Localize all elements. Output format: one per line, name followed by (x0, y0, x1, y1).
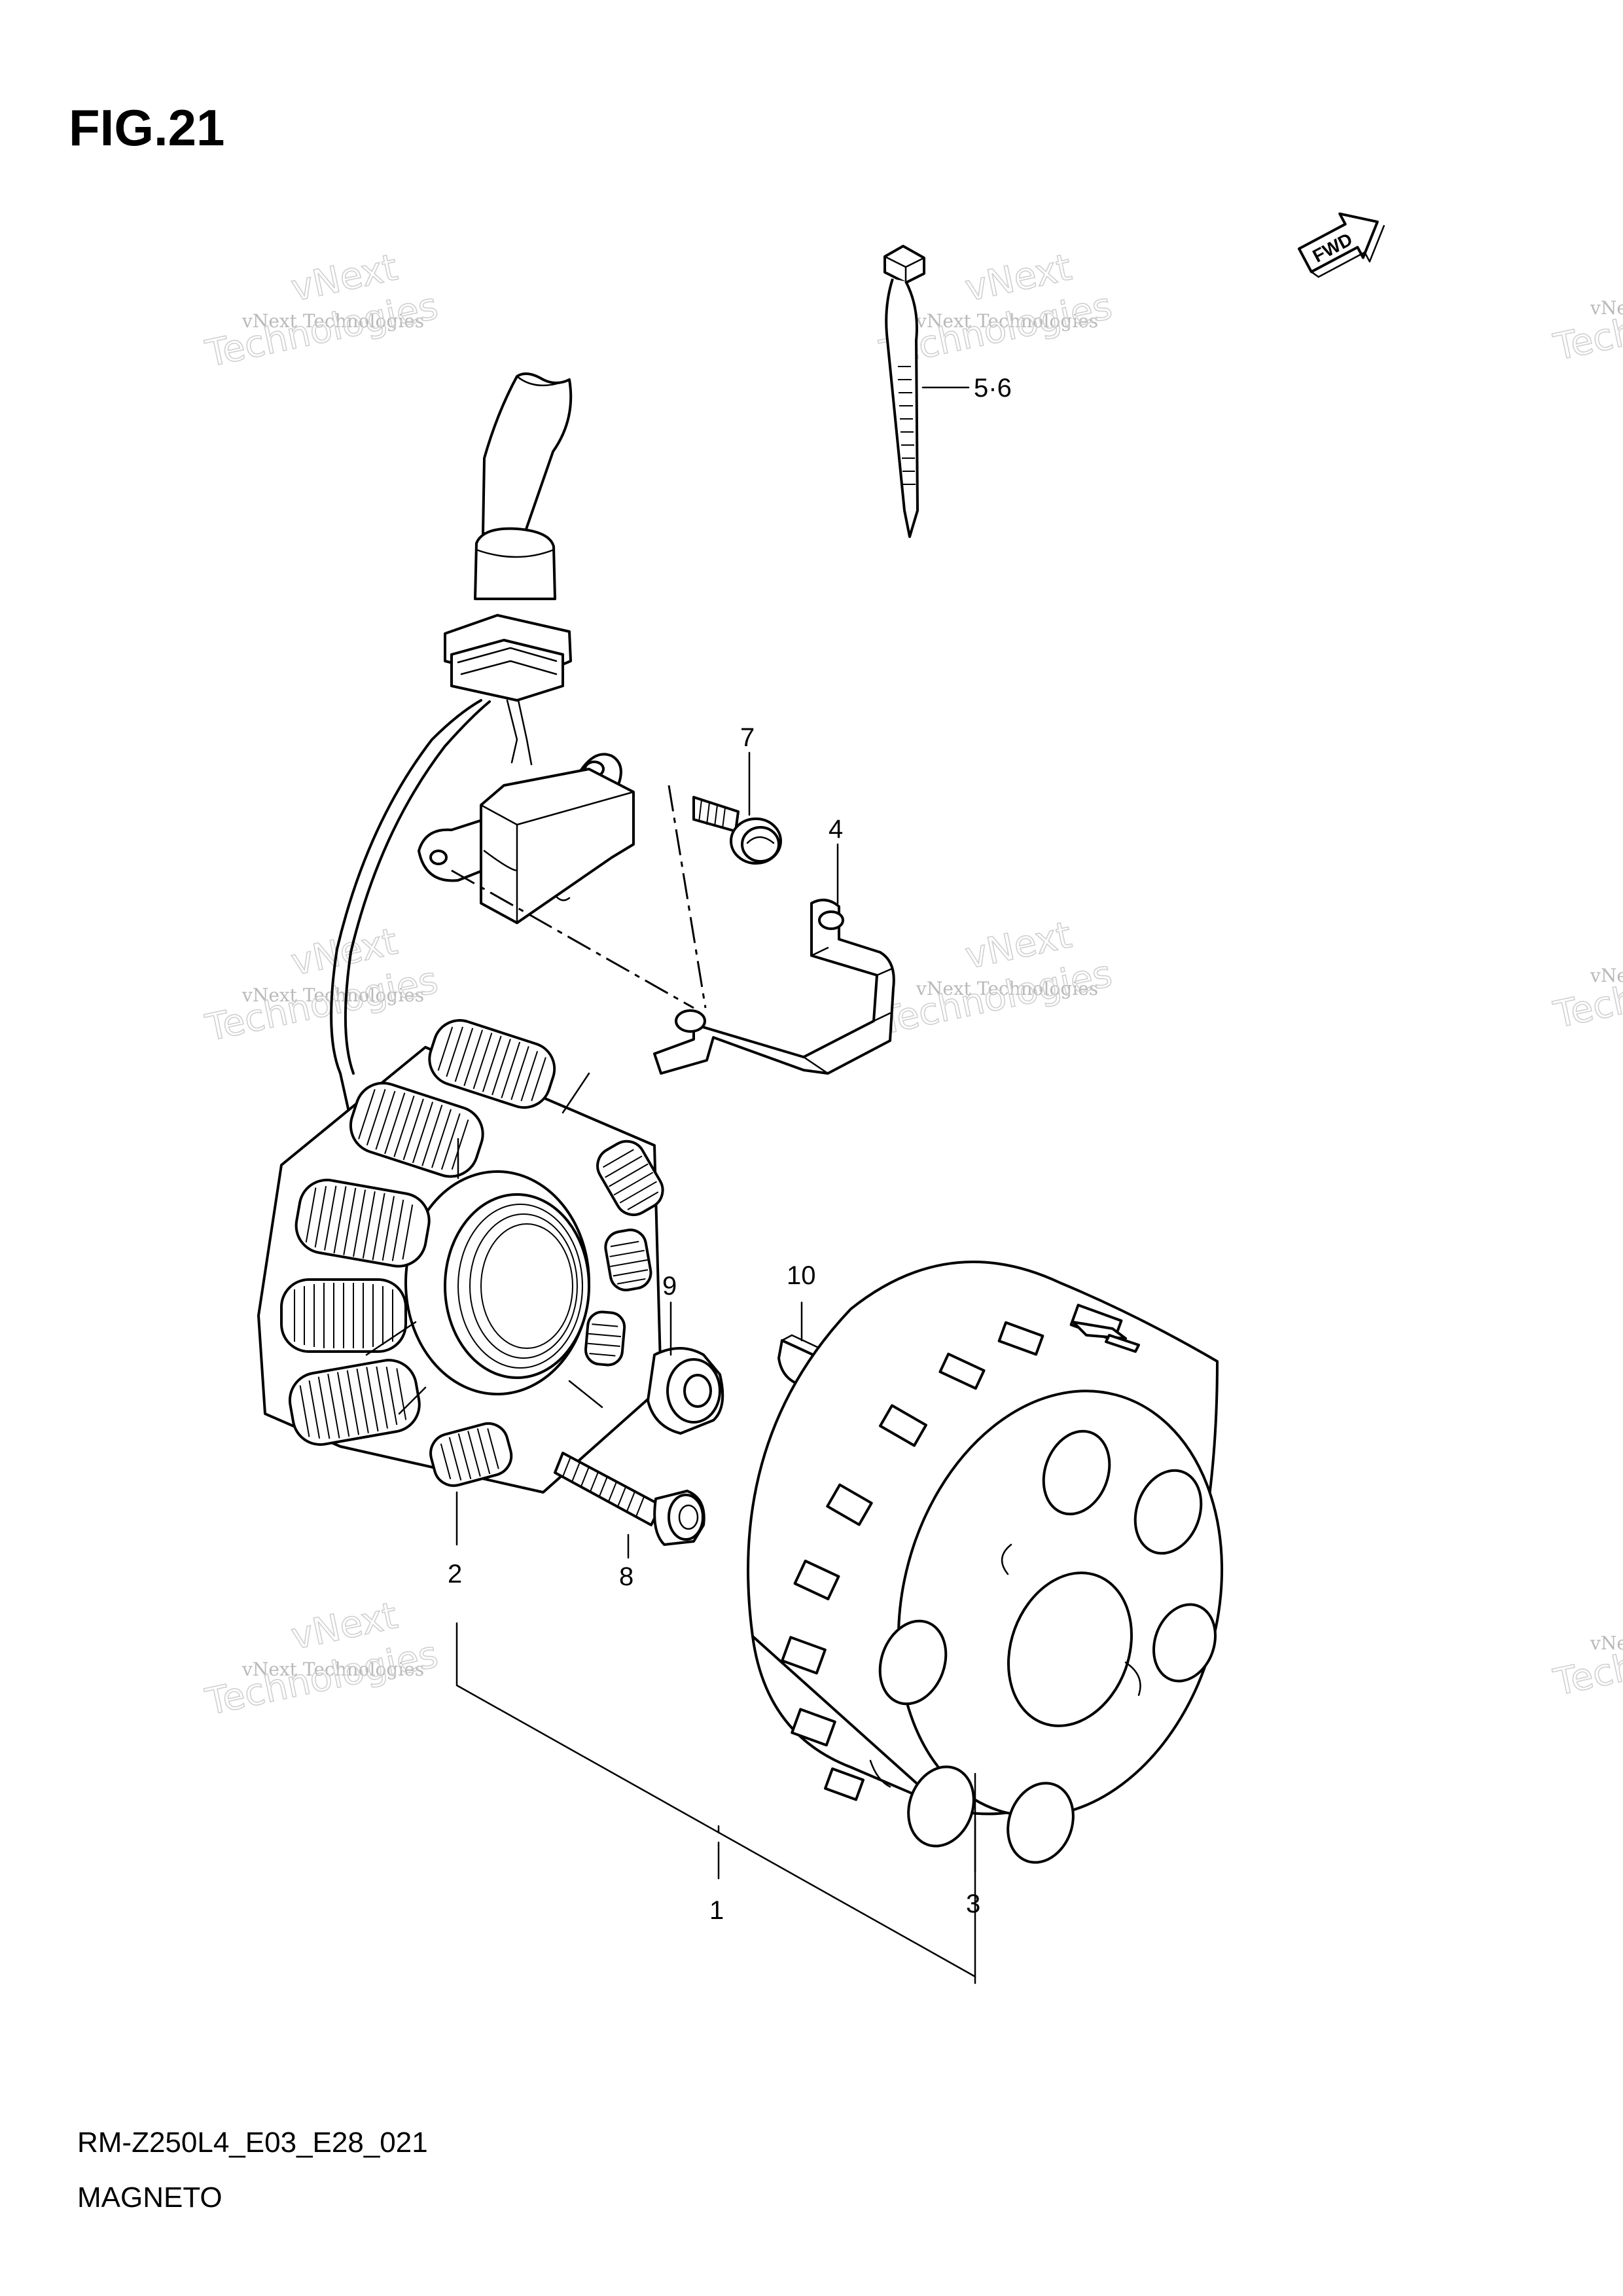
callout-4: 4 (829, 815, 843, 844)
fwd-arrow-icon: FWD (1298, 212, 1385, 278)
watermark-text: vNext Technologies (1590, 965, 1623, 986)
callout-2: 2 (448, 1560, 462, 1588)
rotor-holes (878, 1429, 1217, 1864)
washer-9 (647, 1347, 724, 1435)
watermark-text: vNext Technologies (916, 310, 1098, 332)
pulser-coil (418, 753, 635, 924)
stator-hub-rings (457, 1204, 583, 1369)
watermark-text: vNext Technologies (1590, 1632, 1623, 1654)
figure-name: MAGNETO (77, 2181, 223, 2214)
watermark-text: vNext Technologies (916, 978, 1098, 999)
callout-10: 10 (787, 1261, 816, 1290)
watermark: vNext Technologies vNext Technologies (876, 913, 1116, 1043)
watermark: vNext Technologies Technologies (1550, 1613, 1623, 1705)
stator-2 (257, 1019, 664, 1494)
cable-tie-teeth (898, 366, 916, 485)
watermark-outline-b: Technologies (1550, 1613, 1623, 1704)
callout-8: 8 (619, 1562, 633, 1591)
watermark-outline-b: Technologies (1550, 946, 1623, 1037)
watermark: vNext Technologies vNext Technologies (876, 245, 1116, 376)
bracket-4 (653, 899, 895, 1075)
watermark: vNext Technologies Technologies (1550, 278, 1623, 370)
callout-labels: 5·6 7 4 9 10 2 8 1 3 (448, 374, 1012, 1925)
stator-coils (280, 1019, 664, 1487)
bolt-8 (554, 1452, 705, 1546)
callout-5-6: 5·6 (974, 374, 1012, 403)
figure-title: FIG.21 (69, 99, 224, 156)
callout-9: 9 (662, 1272, 677, 1300)
callout-3: 3 (966, 1890, 980, 1918)
callout-1: 1 (709, 1896, 724, 1925)
rotor-rim-tabs (1072, 1321, 1140, 1353)
callout-7: 7 (740, 723, 755, 752)
watermark-text: vNext Technologies (241, 310, 424, 332)
watermark: vNext Technologies vNext Technologies (202, 1594, 442, 1724)
bolt-7 (692, 796, 782, 865)
watermark: vNext Technologies vNext Technologies (202, 920, 442, 1050)
watermark-text: vNext Technologies (1590, 297, 1623, 319)
figure-code: RM-Z250L4_E03_E28_021 (77, 2126, 428, 2159)
alignment-line (668, 785, 707, 1009)
callout-leaders (455, 386, 976, 1984)
cable-tie (883, 245, 925, 538)
watermark: vNext Technologies vNext Technologies (202, 245, 442, 376)
watermark-text: vNext Technologies (241, 1659, 424, 1680)
watermark: vNext Technologies Technologies (1550, 946, 1623, 1037)
flywheel-rotor-3 (747, 1261, 1224, 1864)
alignment-line (451, 869, 694, 1009)
wire-harness (330, 372, 573, 1134)
watermark-outline-b: Technologies (1550, 278, 1623, 369)
